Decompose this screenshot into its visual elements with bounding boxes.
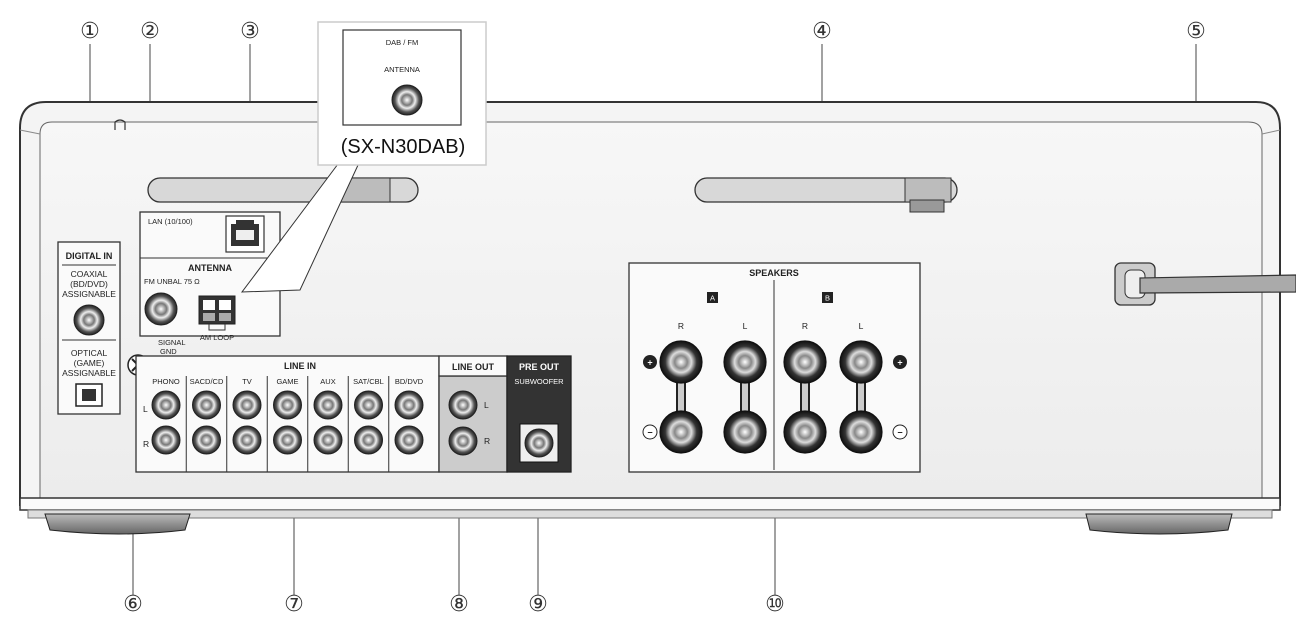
digital-in-panel: DIGITAL IN COAXIAL (BD/DVD) ASSIGNABLE O… (57, 241, 121, 415)
coaxial-jack[interactable] (73, 304, 105, 336)
antenna-title: ANTENNA (188, 263, 232, 273)
line-in-jack-r-1[interactable] (192, 425, 221, 455)
speaker-ch-3: R (802, 321, 808, 331)
line-in-jack-r-5[interactable] (354, 425, 383, 455)
power-cord (1114, 262, 1296, 306)
wireless-antennas (147, 177, 958, 213)
line-in-jack-r-2[interactable] (232, 425, 262, 455)
line-in-label-4: AUX (320, 377, 335, 386)
line-in-jack-l-5[interactable] (354, 390, 383, 420)
speaker-group-b: B (825, 294, 830, 303)
speaker-ch-1: R (678, 321, 684, 331)
line-in-label-0: PHONO (152, 377, 180, 386)
line-in-jack-r-6[interactable] (394, 425, 424, 455)
dab-antenna-jack[interactable] (391, 84, 423, 116)
line-out-jack-l[interactable] (448, 390, 478, 420)
line-out-row-r: R (484, 436, 490, 446)
speakers-title: SPEAKERS (749, 268, 799, 278)
coaxial-label-2: (BD/DVD) (70, 279, 108, 289)
speaker-post-plus-2[interactable] (783, 340, 827, 384)
line-in-jack-r-0[interactable] (151, 425, 181, 455)
line-out-jack-r[interactable] (448, 426, 478, 456)
callout-7: ⑦ (284, 592, 304, 617)
line-in-label-3: GAME (276, 377, 298, 386)
minus-sign-left: − (647, 428, 652, 438)
callout-4: ④ (812, 19, 832, 44)
speaker-post-plus-1[interactable] (723, 340, 767, 384)
speaker-post-minus-1[interactable] (723, 410, 767, 454)
speaker-post-minus-0[interactable] (659, 410, 703, 454)
coaxial-label-1: COAXIAL (71, 269, 108, 279)
signal-gnd-label-2: GND (160, 347, 177, 356)
subwoofer-jack[interactable] (524, 428, 554, 458)
pre-out-panel: PRE OUT SUBWOOFER (506, 355, 572, 473)
callout-8: ⑧ (449, 592, 469, 617)
speaker-ch-4: L (859, 321, 864, 331)
line-in-jack-l-3[interactable] (273, 390, 302, 420)
am-loop-label: AM LOOP (200, 333, 234, 342)
inset-title: DAB / FM (386, 38, 419, 47)
line-out-row-l: L (484, 400, 489, 410)
line-in-label-5: SAT/CBL (353, 377, 384, 386)
callout-9: ⑨ (528, 592, 548, 617)
line-in-label-6: BD/DVD (395, 377, 424, 386)
speaker-ch-2: L (743, 321, 748, 331)
speaker-post-plus-3[interactable] (839, 340, 883, 384)
minus-sign-right: − (897, 428, 902, 438)
pre-out-title: PRE OUT (519, 362, 560, 372)
speakers-panel: SPEAKERS A B R L R L + + − − (628, 262, 921, 473)
subwoofer-label: SUBWOOFER (514, 377, 564, 386)
line-in-jack-l-4[interactable] (313, 390, 343, 420)
line-in-label-2: TV (242, 377, 252, 386)
coaxial-label-3: ASSIGNABLE (62, 289, 116, 299)
line-in-jack-l-1[interactable] (192, 390, 221, 420)
callout-10: ⑩ (765, 592, 785, 617)
dab-fm-inset: DAB / FM ANTENNA (SX-N30DAB) (240, 21, 487, 293)
fm-label: FM UNBAL 75 Ω (144, 277, 200, 286)
callout-2: ② (140, 19, 160, 44)
callout-numbers: ① ② ③ ④ ⑤ ⑥ ⑦ ⑧ ⑨ ⑩ (80, 19, 1206, 617)
line-out-title: LINE OUT (452, 362, 495, 372)
optical-label-3: ASSIGNABLE (62, 368, 116, 378)
line-in-jack-r-4[interactable] (313, 425, 343, 455)
callout-5: ⑤ (1186, 19, 1206, 44)
line-in-jack-l-2[interactable] (232, 390, 262, 420)
line-in-panel: LINE IN PHONO SACD/CD TV GAME AUX SAT/CBL BD/D… (135, 355, 440, 473)
line-in-row-r: R (143, 439, 149, 449)
speaker-post-plus-0[interactable] (659, 340, 703, 384)
model-label: (SX-N30DAB) (341, 136, 465, 158)
inset-subtitle: ANTENNA (384, 65, 420, 74)
line-in-title: LINE IN (284, 361, 316, 371)
fm-antenna-jack[interactable] (144, 292, 178, 326)
optical-label-2: (GAME) (74, 358, 105, 368)
lan-label: LAN (10/100) (148, 217, 193, 226)
speaker-post-minus-3[interactable] (839, 410, 883, 454)
line-in-label-1: SACD/CD (190, 377, 224, 386)
line-out-panel: LINE OUT L R (438, 355, 508, 473)
speaker-group-a: A (710, 294, 715, 303)
line-in-jack-r-3[interactable] (273, 425, 302, 455)
plus-sign-left: + (647, 358, 652, 368)
plus-sign-right: + (897, 358, 902, 368)
callout-6: ⑥ (123, 592, 143, 617)
line-in-jack-l-6[interactable] (394, 390, 424, 420)
lan-port[interactable] (236, 220, 254, 228)
line-in-row-l: L (143, 404, 148, 414)
callout-1: ① (80, 19, 100, 44)
optical-label-1: OPTICAL (71, 348, 108, 358)
speaker-post-minus-2[interactable] (783, 410, 827, 454)
signal-gnd-label-1: SIGNAL (158, 338, 186, 347)
digital-in-title: DIGITAL IN (66, 251, 113, 261)
callout-3: ③ (240, 19, 260, 44)
line-in-jack-l-0[interactable] (151, 390, 181, 420)
